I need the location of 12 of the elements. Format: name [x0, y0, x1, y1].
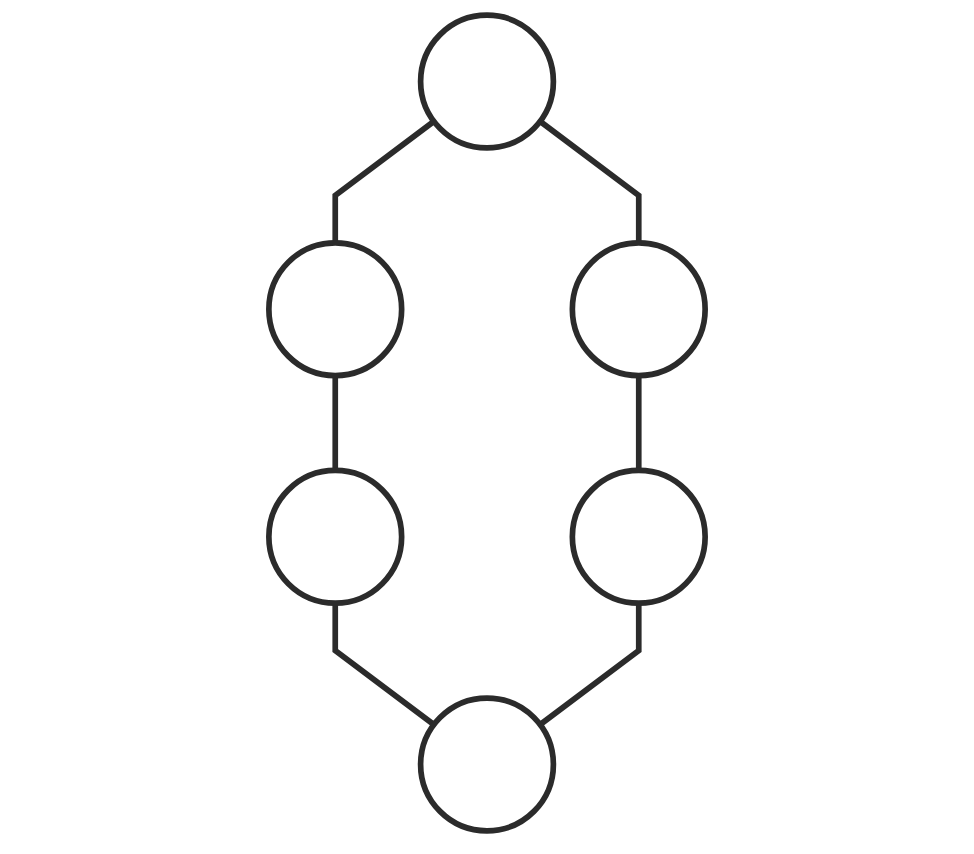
node-circle — [266, 467, 405, 607]
connector — [332, 375, 339, 471]
node-circle — [569, 239, 708, 379]
node-circle — [417, 695, 557, 834]
connector — [538, 603, 642, 727]
connector — [538, 119, 642, 243]
connector — [332, 603, 436, 727]
connector — [332, 119, 436, 243]
node-circle — [569, 467, 708, 607]
node-circle — [266, 239, 405, 379]
node-circle — [417, 12, 557, 151]
connector — [635, 375, 642, 471]
